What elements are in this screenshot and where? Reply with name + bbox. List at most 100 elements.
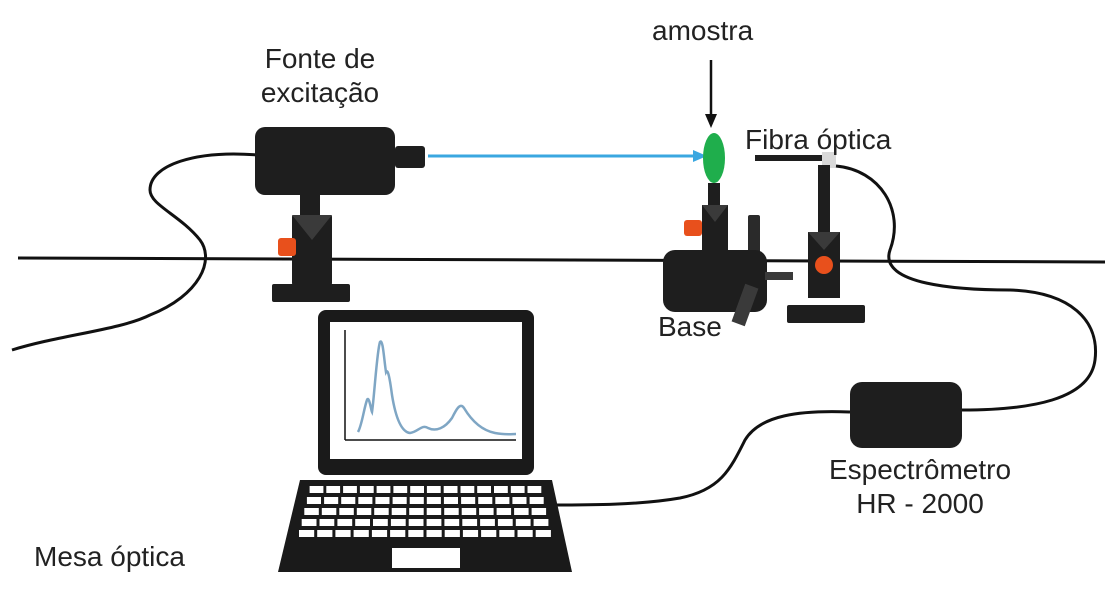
- source-label-line1: Fonte de: [264, 43, 376, 74]
- keyboard-key: [359, 486, 374, 493]
- spectrometer-label-line2: HR - 2000: [856, 488, 984, 519]
- excitation-beam: [428, 150, 707, 162]
- keyboard-key: [535, 530, 551, 537]
- fiber-holder: [755, 152, 865, 323]
- spectrum-plot: [344, 330, 517, 441]
- keyboard-key: [426, 508, 442, 515]
- keyboard-key: [461, 497, 476, 504]
- source-label-line2: excitação: [260, 77, 380, 108]
- keyboard-key: [499, 530, 515, 537]
- keyboard-key: [444, 530, 460, 537]
- keyboard-key: [512, 497, 527, 504]
- keyboard-key: [390, 530, 406, 537]
- keyboard-key: [309, 486, 324, 493]
- keyboard-key: [461, 508, 477, 515]
- keyboard-key: [481, 530, 497, 537]
- spectrometer-label-line1: Espectrômetro: [828, 454, 1012, 485]
- keyboard-key: [426, 530, 442, 537]
- keyboard-key: [480, 519, 495, 526]
- fiber-knob: [815, 256, 833, 274]
- keyboard: [299, 486, 551, 537]
- laser-source-icon: [255, 127, 425, 195]
- keyboard-key: [374, 508, 389, 515]
- keyboard-key: [531, 508, 547, 515]
- holder-knob: [684, 220, 702, 236]
- keyboard-key: [527, 486, 542, 493]
- keyboard-key: [496, 508, 512, 515]
- data-cable: [551, 410, 851, 507]
- keyboard-key: [478, 497, 493, 504]
- keyboard-key: [324, 497, 339, 504]
- keyboard-key: [373, 519, 388, 526]
- spectrometer-icon: [850, 382, 962, 448]
- laptop-screen: [330, 322, 522, 459]
- keyboard-key: [533, 519, 549, 526]
- keyboard-key: [376, 486, 391, 493]
- keyboard-key: [301, 519, 317, 526]
- keyboard-key: [392, 497, 407, 504]
- keyboard-key: [356, 508, 372, 515]
- keyboard-key: [444, 508, 459, 515]
- spectrum-curve: [356, 340, 517, 436]
- keyboard-key: [529, 497, 544, 504]
- keyboard-key: [462, 530, 479, 537]
- laptop-icon: [278, 310, 572, 572]
- keyboard-key: [495, 497, 510, 504]
- spectrometer-label: Espectrômetro HR - 2000: [810, 453, 1030, 521]
- keyboard-key: [408, 519, 424, 526]
- base-label: Base: [658, 311, 722, 342]
- keyboard-key: [339, 508, 354, 515]
- source-power-cable: [11, 152, 259, 352]
- table-label: Mesa óptica: [34, 541, 185, 572]
- keyboard-key: [319, 519, 335, 526]
- keyboard-key: [375, 497, 390, 504]
- keyboard-key: [443, 486, 458, 493]
- keyboard-key: [443, 497, 458, 504]
- keyboard-key: [426, 486, 441, 493]
- keyboard-key: [515, 519, 531, 526]
- sample-arrow: [705, 60, 717, 128]
- keyboard-key: [391, 508, 407, 515]
- keyboard-key: [393, 486, 408, 493]
- keyboard-key: [514, 508, 529, 515]
- keyboard-key: [304, 508, 319, 515]
- sample-holder: [663, 183, 793, 327]
- sample-label: amostra: [652, 15, 754, 46]
- keyboard-key: [371, 530, 388, 537]
- keyboard-key: [444, 519, 460, 526]
- keyboard-key: [335, 530, 351, 537]
- keyboard-key: [410, 486, 424, 493]
- fiber-optic-cable: [835, 164, 1098, 412]
- keyboard-key: [317, 530, 333, 537]
- keyboard-key: [426, 519, 442, 526]
- table-line: [17, 256, 1105, 264]
- keyboard-key: [341, 497, 356, 504]
- touchpad: [392, 548, 460, 568]
- keyboard-key: [321, 508, 337, 515]
- keyboard-key: [409, 497, 424, 504]
- source-label: Fonte de excitação: [258, 42, 382, 110]
- keyboard-key: [477, 486, 491, 493]
- keyboard-key: [355, 519, 370, 526]
- keyboard-key: [462, 519, 478, 526]
- keyboard-key: [343, 486, 357, 493]
- keyboard-key: [494, 486, 508, 493]
- keyboard-key: [306, 497, 321, 504]
- keyboard-key: [497, 519, 513, 526]
- keyboard-key: [408, 530, 424, 537]
- source-mount: [272, 190, 350, 302]
- keyboard-key: [510, 486, 525, 493]
- fiber-label: Fibra óptica: [745, 124, 892, 155]
- keyboard-key: [426, 497, 441, 504]
- keyboard-key: [326, 486, 341, 493]
- keyboard-key: [460, 486, 475, 493]
- sample-icon: [703, 133, 725, 183]
- keyboard-key: [353, 530, 369, 537]
- keyboard-key: [517, 530, 533, 537]
- keyboard-key: [358, 497, 373, 504]
- keyboard-key: [409, 508, 424, 515]
- keyboard-key: [337, 519, 353, 526]
- keyboard-key: [479, 508, 494, 515]
